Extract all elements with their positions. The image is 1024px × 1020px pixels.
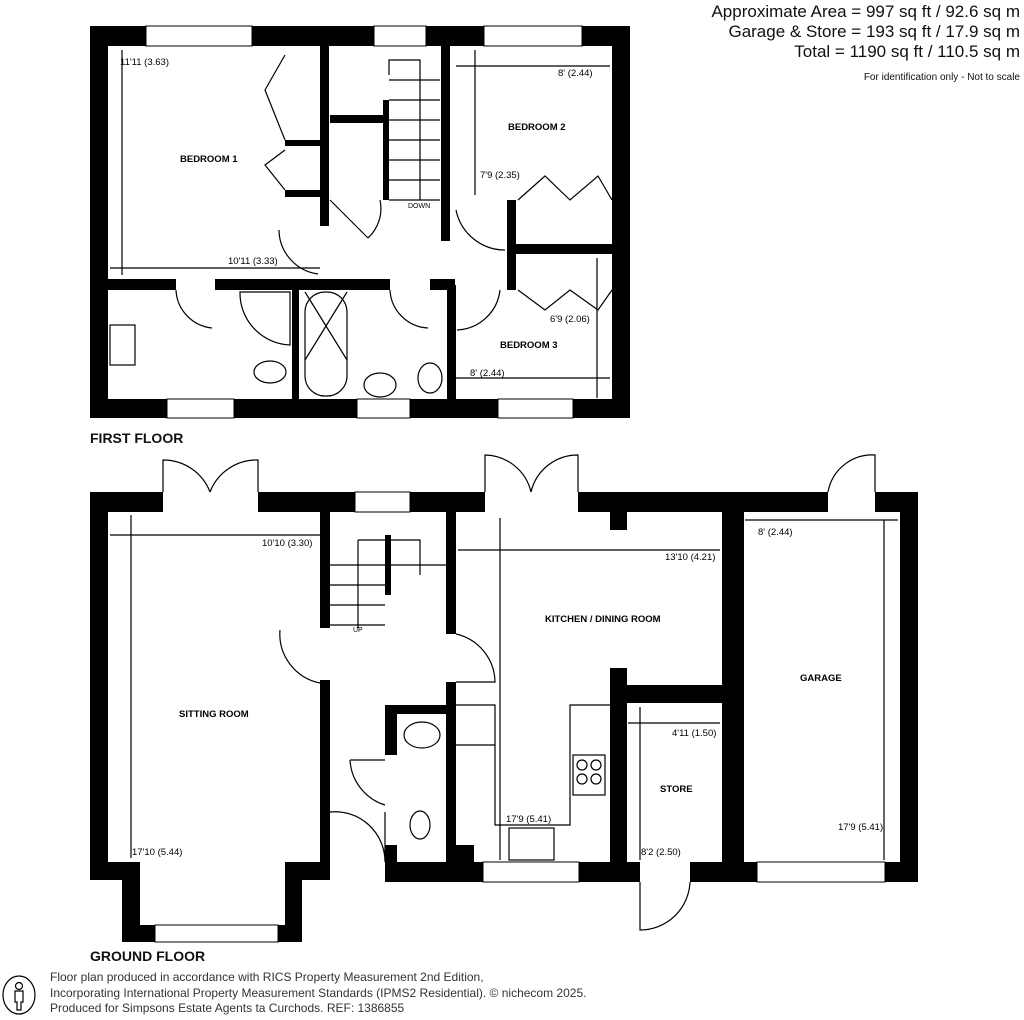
ground-floor-fixtures — [162, 454, 876, 931]
footer-line: Produced for Simpsons Estate Agents ta C… — [50, 1001, 405, 1015]
room-label-bedroom-3: BEDROOM 3 — [500, 340, 558, 351]
dim-bedroom2-height: 7'9 (2.35) — [480, 170, 520, 181]
ground-floor-title: GROUND FLOOR — [90, 948, 206, 964]
dim-sitting-height: 17'10 (5.44) — [132, 847, 182, 858]
person-in-circle-icon — [2, 975, 36, 1015]
approx-area: Approximate Area = 997 sq ft / 92.6 sq m — [711, 2, 1020, 21]
dim-garage-width: 8' (2.44) — [758, 527, 793, 538]
dim-garage-height: 17'9 (5.41) — [838, 822, 883, 833]
dim-store-width: 4'11 (1.50) — [672, 728, 716, 739]
dim-kitchen-height: 17'9 (5.41) — [506, 814, 551, 825]
room-label-bedroom-2: BEDROOM 2 — [508, 122, 566, 133]
hob-icon — [572, 754, 606, 796]
first-floor-walls — [90, 25, 630, 419]
dim-bedroom3-height: 6'9 (2.06) — [550, 314, 590, 325]
dim-bedroom3-width: 8' (2.44) — [470, 368, 505, 379]
window — [483, 25, 583, 47]
dim-bedroom1-width: 10'11 (3.33) — [228, 256, 278, 267]
room-label-garage: GARAGE — [800, 673, 842, 684]
window — [154, 924, 279, 943]
room-label-sitting-room: SITTING ROOM — [179, 709, 249, 720]
area-summary: Approximate Area = 997 sq ft / 92.6 sq m… — [711, 2, 1020, 62]
garage-store-area: Garage & Store = 193 sq ft / 17.9 sq m — [728, 22, 1020, 41]
footer-line: Incorporating International Property Mea… — [50, 985, 587, 1000]
room-label-store: STORE — [660, 784, 693, 795]
dim-sitting-width: 10'10 (3.30) — [262, 538, 312, 549]
total-area: Total = 1190 sq ft / 110.5 sq m — [794, 42, 1020, 61]
window — [373, 25, 427, 47]
dim-bedroom2-width: 8' (2.44) — [558, 68, 593, 79]
first-floor-dimension-lines — [110, 50, 610, 398]
dim-bedroom1-height: 11'11 (3.63) — [120, 57, 169, 68]
stairs-down-label: DOWN — [408, 203, 430, 210]
window — [482, 861, 580, 883]
first-floor-fixtures — [109, 54, 613, 398]
ground-floor-dimension-lines — [110, 515, 898, 860]
footer-credits: Floor plan produced in accordance with R… — [50, 970, 586, 1017]
sink-icon — [508, 827, 555, 861]
room-label-kitchen-dining: KITCHEN / DINING ROOM — [545, 614, 661, 625]
scale-note: For identification only - Not to scale — [863, 72, 1020, 83]
first-floor-title: FIRST FLOOR — [90, 430, 184, 446]
window — [356, 398, 411, 419]
dim-kitchen-width: 13'10 (4.21) — [665, 552, 715, 563]
ground-floor-walls — [90, 491, 918, 943]
window — [497, 398, 574, 419]
stairs-up-label: UP — [353, 627, 363, 634]
window — [756, 861, 886, 883]
window — [166, 398, 235, 419]
room-label-bedroom-1: BEDROOM 1 — [180, 154, 238, 165]
window — [354, 491, 411, 513]
window — [145, 25, 253, 47]
footer-line: Floor plan produced in accordance with R… — [50, 970, 484, 984]
dim-store-height: 8'2 (2.50) — [641, 847, 681, 858]
